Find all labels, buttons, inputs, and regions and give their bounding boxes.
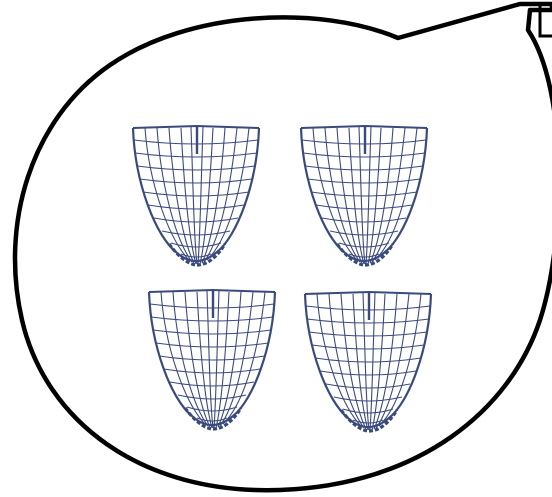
speech-bubble bbox=[15, 4, 552, 490]
